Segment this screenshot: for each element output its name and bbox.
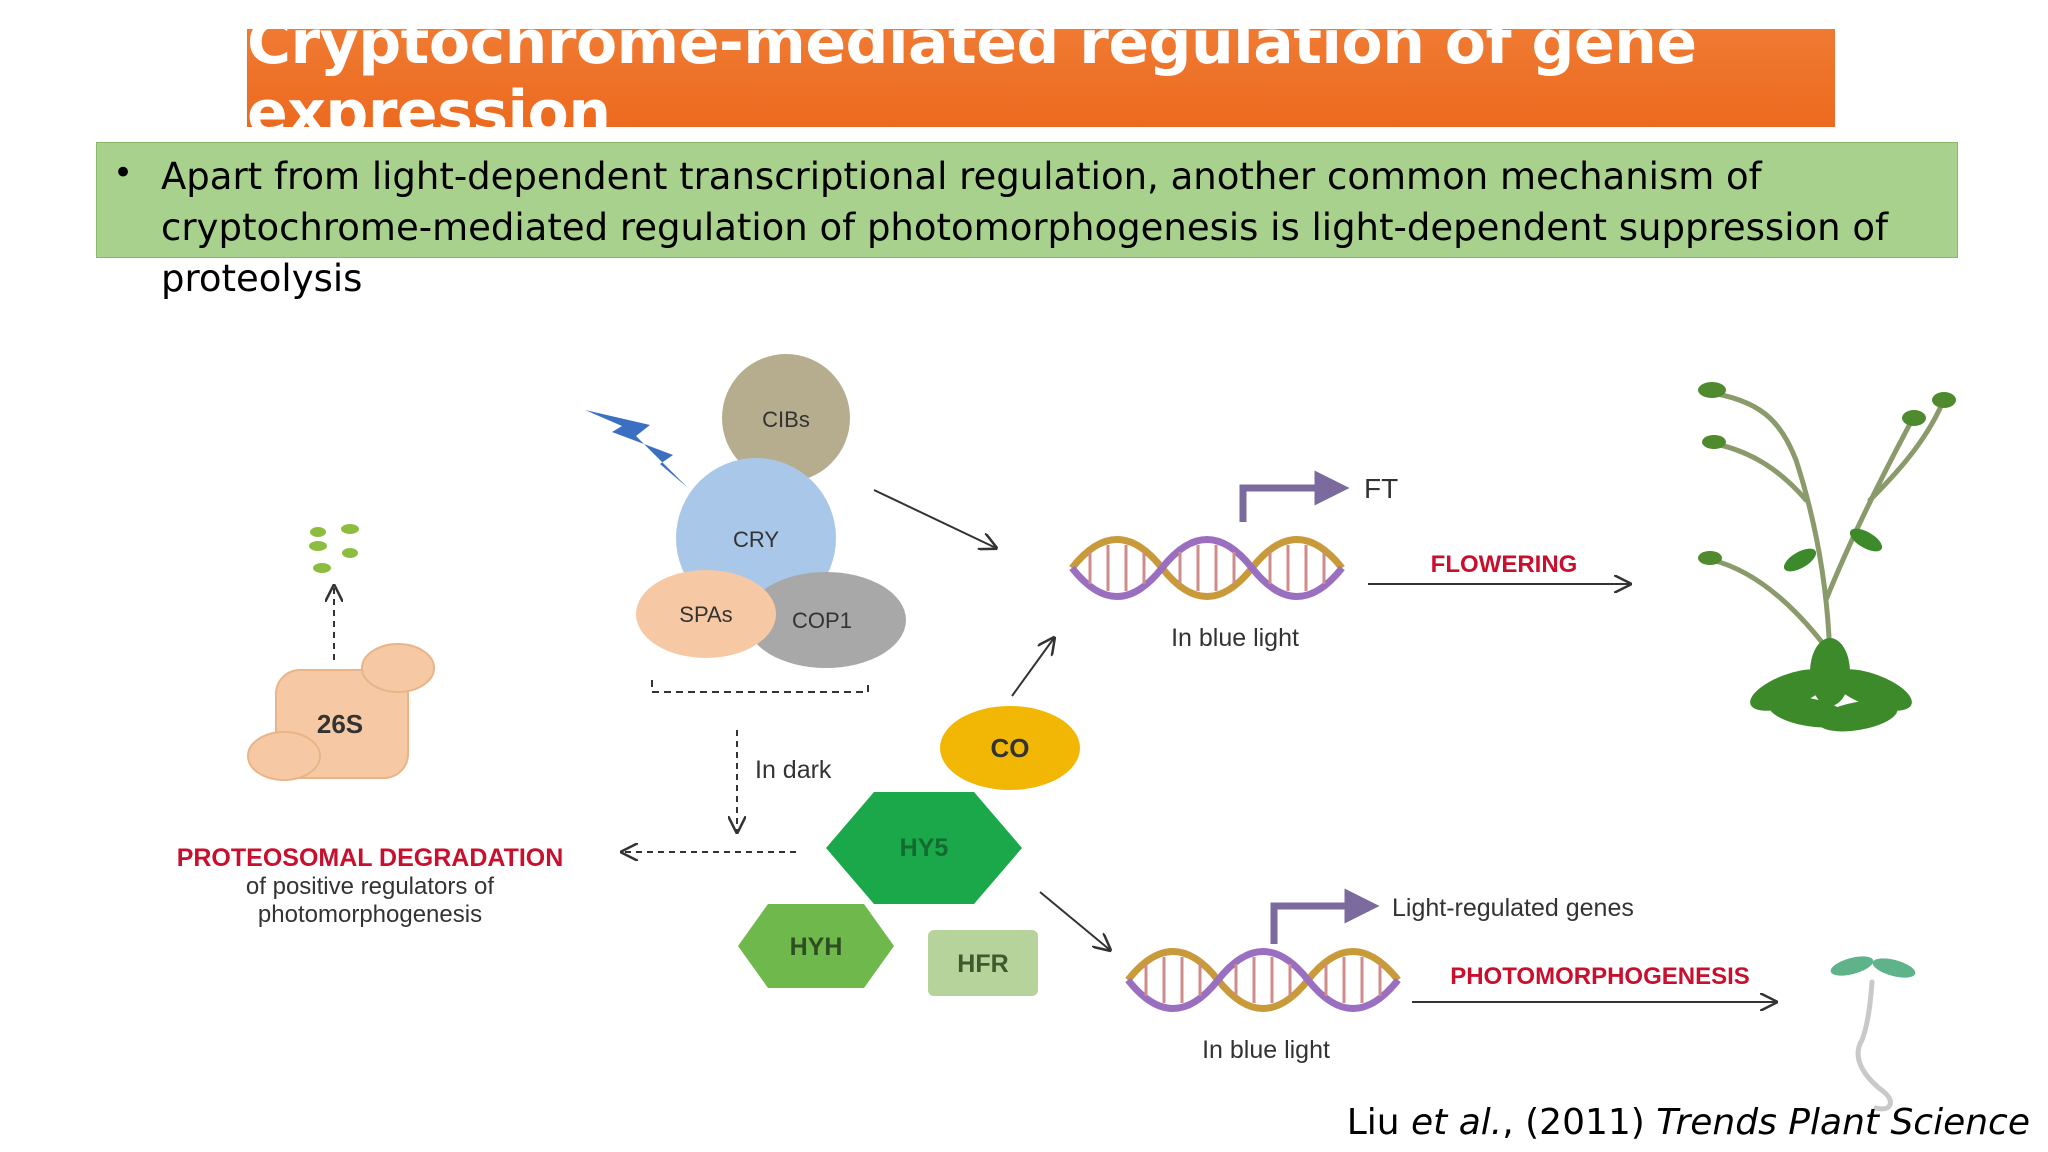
- hyh-label: HYH: [790, 933, 843, 961]
- in-blue-light-top-label: In blue light: [1171, 624, 1299, 652]
- degradation-line2: photomorphogenesis: [258, 901, 482, 928]
- degraded-fragments-icon: [309, 524, 359, 573]
- dna-helix-bottom-icon: [1125, 948, 1401, 1012]
- title-banner: Cryptochrome-mediated regulation of gene…: [247, 8, 1835, 148]
- bullet-icon: •: [113, 153, 134, 193]
- transcription-arrow-genes: [1270, 888, 1380, 944]
- transcription-arrow-ft: [1239, 470, 1350, 522]
- hfr-label: HFR: [957, 950, 1008, 978]
- hy5-label: HY5: [900, 834, 949, 862]
- arrow-co-to-dna: [1011, 638, 1054, 697]
- spas-node: SPAs: [636, 570, 776, 658]
- bullet-box: • Apart from light-dependent transcripti…: [96, 142, 1958, 300]
- cop1-node: COP1: [746, 572, 906, 668]
- ft-label: FT: [1364, 473, 1398, 504]
- seedling-icon: [1830, 956, 1916, 1112]
- arrow-hy5-to-dna: [1039, 891, 1110, 950]
- citation-authors: Liu: [1346, 1102, 1412, 1143]
- flowering-plant-icon: [1698, 382, 1956, 732]
- degradation-line1: of positive regulators of: [246, 873, 494, 900]
- cibs-node: CIBs: [722, 354, 850, 482]
- light-regulated-genes-label: Light-regulated genes: [1392, 894, 1634, 922]
- bullet-text: Apart from light-dependent transcription…: [161, 155, 1888, 300]
- slide-title: Cryptochrome-mediated regulation of gene…: [247, 8, 1697, 148]
- cibs-label: CIBs: [762, 407, 810, 432]
- degradation-title: PROTEOSOMAL DEGRADATION: [177, 844, 564, 872]
- flowering-label: FLOWERING: [1431, 551, 1578, 578]
- cop1-label: COP1: [792, 608, 852, 633]
- co-node: CO: [940, 706, 1080, 790]
- citation: Liu et al., (2011) Trends Plant Science: [1347, 1102, 2030, 1143]
- citation-year: , (2011): [1502, 1102, 1657, 1143]
- proteasome-label: 26S: [317, 709, 363, 739]
- dna-helix-top-icon: [1069, 536, 1345, 600]
- in-blue-light-bottom-label: In blue light: [1202, 1036, 1330, 1064]
- complex-bracket: [651, 680, 869, 693]
- hy5-node: HY5: [826, 792, 1022, 904]
- cry-label: CRY: [733, 527, 779, 552]
- arrow-complex-to-dna: [873, 489, 996, 548]
- citation-etal: et al.: [1411, 1102, 1503, 1143]
- co-label: CO: [991, 733, 1030, 763]
- hyh-node: HYH: [738, 904, 894, 988]
- spas-label: SPAs: [679, 602, 732, 627]
- photomorphogenesis-label: PHOTOMORPHOGENESIS: [1450, 963, 1750, 990]
- lightning-icon: [585, 410, 688, 488]
- proteasome-26s: 26S: [247, 643, 435, 781]
- hfr-node: HFR: [928, 930, 1038, 996]
- citation-journal: Trends Plant Science: [1656, 1102, 2030, 1143]
- in-dark-label: In dark: [755, 756, 832, 784]
